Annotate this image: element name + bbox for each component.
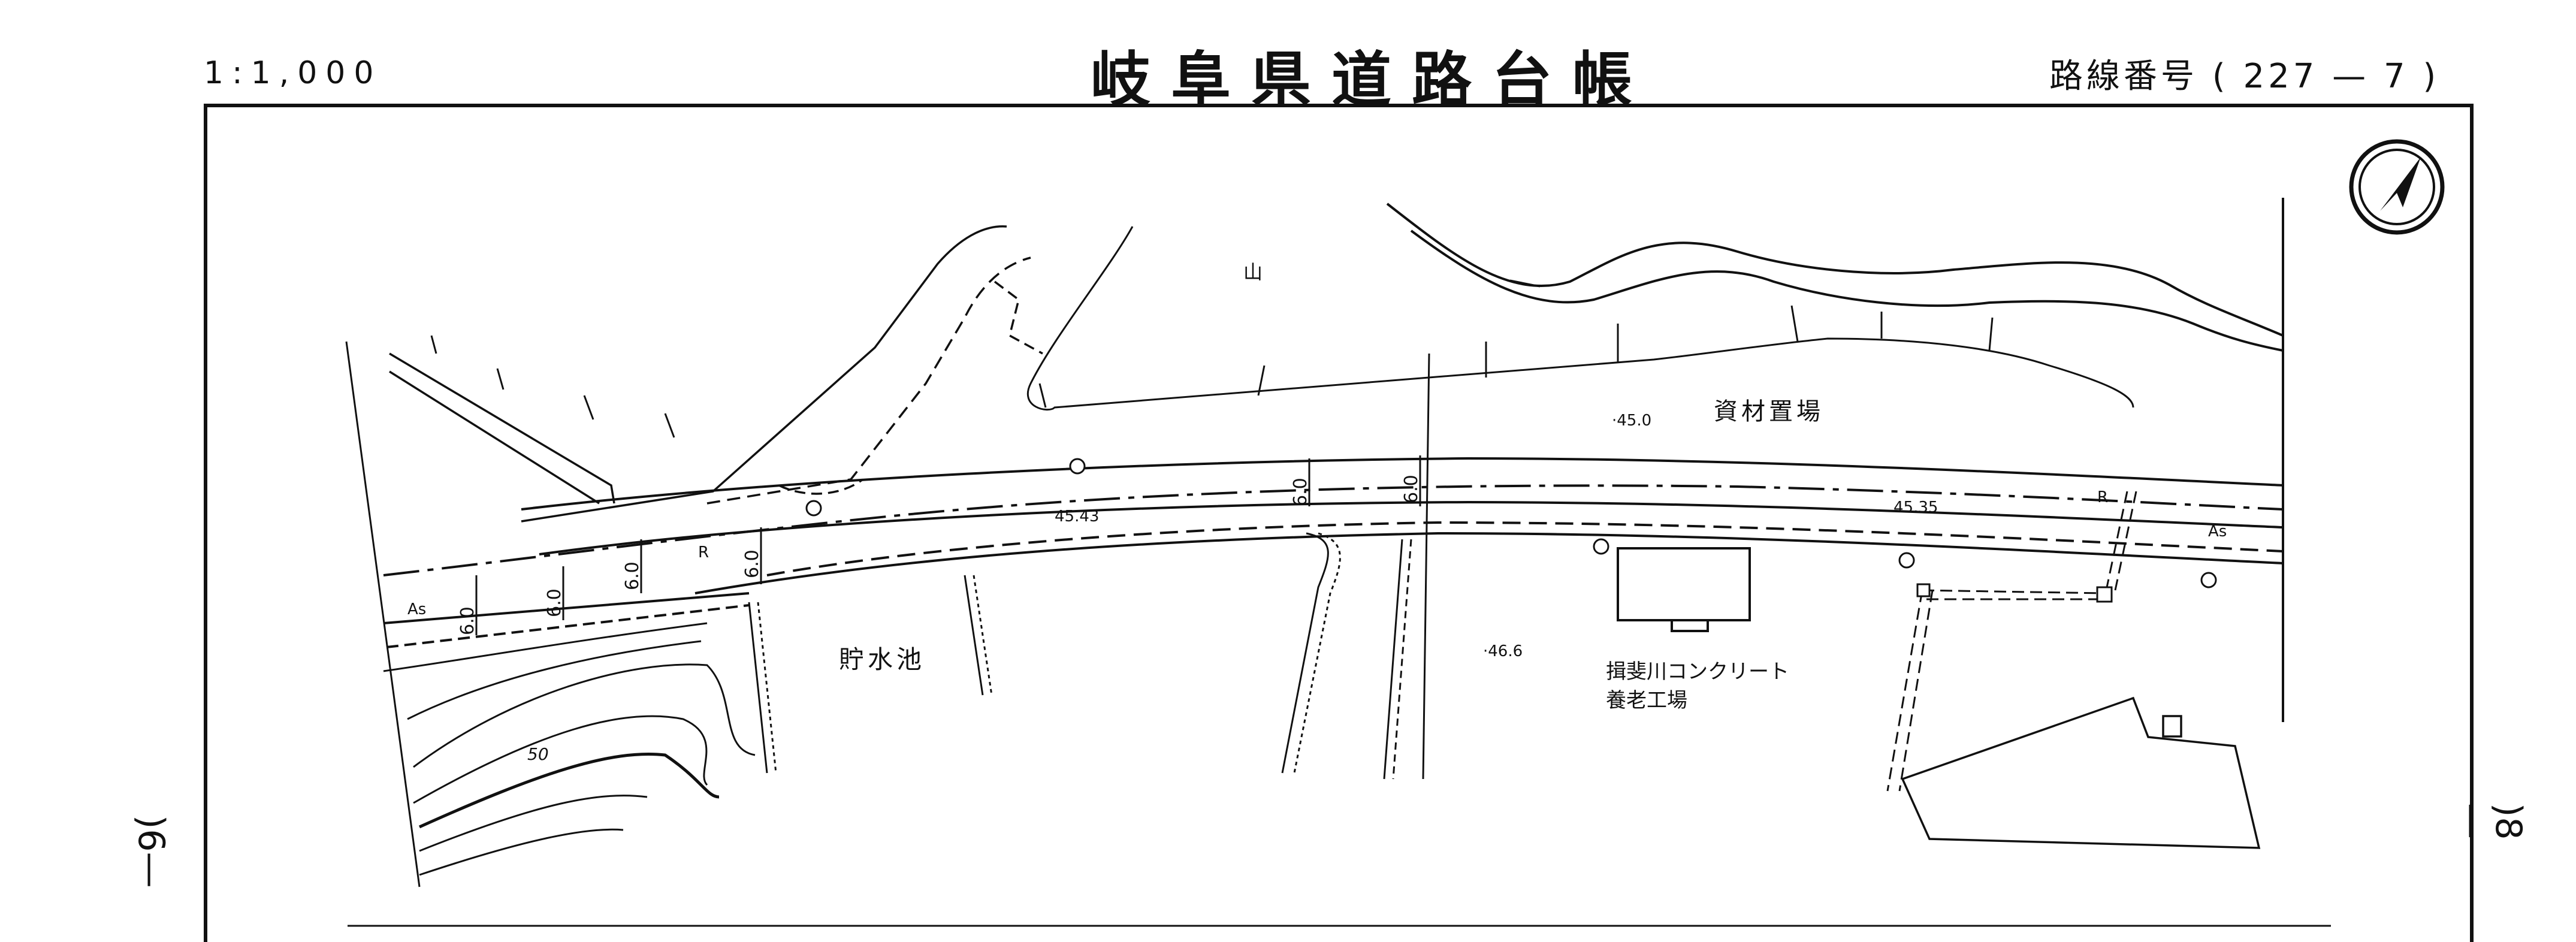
width-label: 6.0 [457,606,478,635]
elevation-label: 45.43 [1055,508,1099,526]
width-label: 6.0 [1401,475,1422,503]
river [1386,203,2284,352]
road-r-label: R [2097,488,2108,506]
contour-label: 50 [527,744,549,764]
map-scale: 1:1,000 [204,55,382,91]
material-yard-label: 資材置場 [1714,398,1824,425]
building [1617,547,1751,632]
survey-marker [2096,586,2113,603]
survey-marker [1916,583,1931,597]
width-label: 6.0 [544,588,565,617]
mountain-label: 山 [1243,261,1263,283]
reservoir-walls [748,353,1430,780]
left-boundary [345,341,421,887]
contours [383,622,756,876]
utility-pole-icons [805,458,2217,588]
map-frame [204,104,2474,942]
pavement-label: As [407,600,426,618]
north-arrow-icon [2349,139,2445,235]
pavement-label: As [2208,523,2227,541]
road-r-label: R [698,544,709,561]
factory-outline [1901,696,2261,849]
factory-label-line2: 養老工場 [1606,689,1687,712]
route-value: ( 227 — 7 ) [2212,57,2440,96]
factory-label-line1: 揖斐川コンクリート [1606,660,1789,684]
elevation-label: ·45.0 [1612,412,1651,430]
width-ticks [475,455,1421,635]
route-number: 路線番号 ( 227 — 7 ) [2049,49,2439,98]
reservoir-label: 貯水池 [839,645,925,674]
width-label: 6.0 [1290,478,1311,506]
side-roads [389,225,1043,523]
main-road [383,457,2284,648]
slope-hatching [430,226,2134,438]
width-label: 6.0 [742,550,763,578]
dashed-lanes [1886,491,2137,792]
route-prefix: 路線番号 [2049,57,2198,96]
width-label: 6.0 [622,561,643,590]
elevation-label: ·46.6 [1483,642,1523,660]
elevation-label: 45.35 [1894,499,1938,517]
page-title: 岐阜県道路台帳 [1091,45,1653,115]
